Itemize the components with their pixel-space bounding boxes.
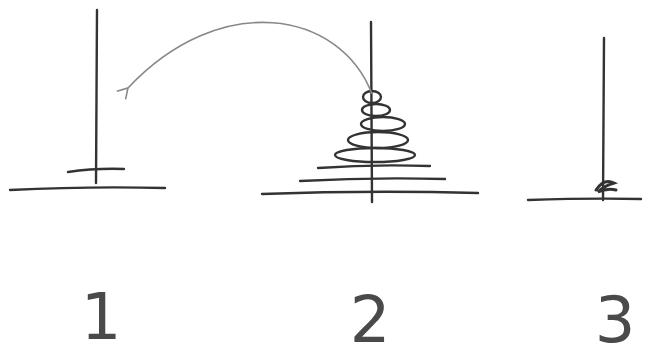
disk <box>361 117 405 131</box>
move-arrow <box>128 22 372 94</box>
peg-number: 1 <box>81 285 122 349</box>
disk <box>300 178 445 181</box>
disk <box>362 104 390 116</box>
disk <box>318 165 430 168</box>
scribble <box>596 182 616 192</box>
peg-base <box>528 199 641 200</box>
peg-base <box>262 192 478 194</box>
disk <box>348 132 408 148</box>
disk <box>335 148 415 162</box>
peg <box>603 38 604 200</box>
peg <box>371 22 372 202</box>
peg-number: 3 <box>595 288 636 352</box>
disk <box>68 169 124 172</box>
peg-base <box>10 187 165 190</box>
peg <box>96 10 97 183</box>
peg-number: 2 <box>350 288 391 352</box>
